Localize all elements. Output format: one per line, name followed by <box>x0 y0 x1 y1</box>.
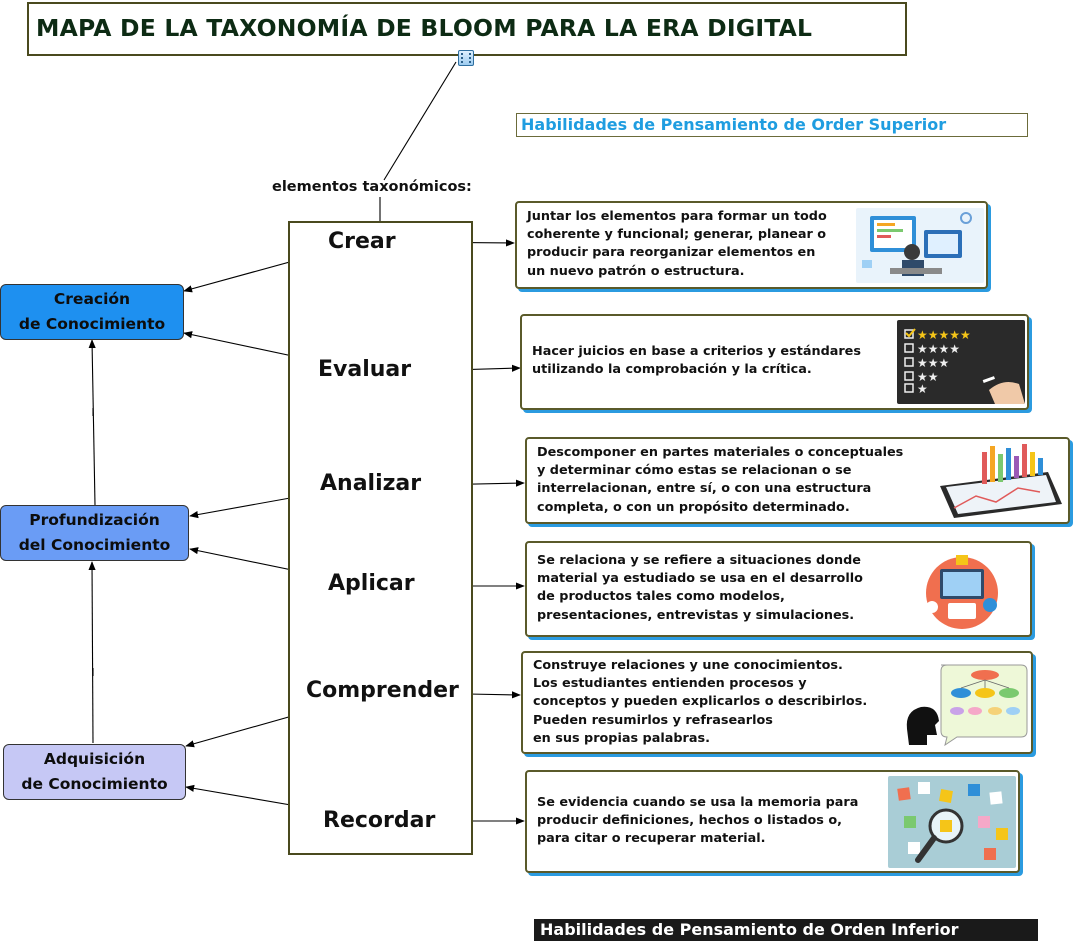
desc-card-aplicar: Se relaciona y se refiere a situaciones … <box>525 541 1032 637</box>
lower-order-label: Habilidades de Pensamiento de Orden Infe… <box>534 919 1038 941</box>
stage-acquisition-line1: Adquisición <box>43 750 146 768</box>
level-crear[interactable]: Crear <box>328 229 396 254</box>
svg-text:★★★★: ★★★★ <box>917 342 960 356</box>
stage-creation[interactable]: Creación de Conocimiento <box>0 284 184 340</box>
higher-order-label: Habilidades de Pensamiento de Order Supe… <box>516 113 1028 137</box>
desc-card-recordar: Se evidencia cuando se usa la memoria pa… <box>525 770 1020 873</box>
memory-notes-magnifier-icon <box>888 776 1016 868</box>
stage-deepening-line1: Profundización <box>29 511 160 529</box>
desc-card-analizar: Descomponer en partes materiales o conce… <box>525 437 1070 524</box>
arrow-acquisition-to-deepening <box>88 561 96 744</box>
stage-deepening[interactable]: Profundización del Conocimiento <box>0 505 189 561</box>
stage-acquisition-line2: de Conocimiento <box>21 775 168 793</box>
developer-workstation-icon <box>856 208 984 283</box>
taxonomy-column <box>288 221 473 855</box>
svg-text:★★★: ★★★ <box>917 356 949 370</box>
level-comprender[interactable]: Comprender <box>306 678 459 703</box>
apply-tech-icons-icon <box>912 547 1006 633</box>
level-evaluar[interactable]: Evaluar <box>318 357 412 382</box>
elements-label: elementos taxonómicos: <box>272 179 472 195</box>
desc-text-analizar: Descomponer en partes materiales o conce… <box>537 445 904 515</box>
level-aplicar[interactable]: Aplicar <box>328 571 415 596</box>
desc-text-crear: Juntar los elementos para formar un todo… <box>527 209 827 279</box>
level-analizar[interactable]: Analizar <box>320 471 422 496</box>
stage-creation-line1: Creación <box>53 290 131 308</box>
desc-text-aplicar: Se relaciona y se refiere a situaciones … <box>537 553 863 623</box>
attachment-icon[interactable] <box>458 50 474 66</box>
arrow-deepening-to-creation <box>88 339 96 506</box>
svg-text:★★: ★★ <box>917 370 939 384</box>
desc-text-evaluar: Hacer juicios en base a criterios y está… <box>532 344 861 378</box>
star-rating-checklist-icon: ★★★★★ ★★★★★★★★★★ <box>897 320 1025 404</box>
stage-creation-line2: de Conocimiento <box>18 315 166 333</box>
svg-text:★★★★★: ★★★★★ <box>917 328 971 342</box>
desc-card-evaluar: Hacer juicios en base a criterios y está… <box>520 314 1029 410</box>
stage-acquisition[interactable]: Adquisición de Conocimiento <box>3 744 186 800</box>
stage-deepening-line2: del Conocimiento <box>18 536 171 554</box>
title-connector <box>383 61 457 181</box>
concept-thought-map-icon <box>901 659 1029 747</box>
level-recordar[interactable]: Recordar <box>323 808 436 833</box>
arrow-comprender-desc <box>467 691 521 699</box>
desc-text-comprender: Construye relaciones y une conocimientos… <box>533 658 868 746</box>
desc-text-recordar: Se evidencia cuando se usa la memoria pa… <box>537 795 859 847</box>
desc-card-comprender: Construye relaciones y une conocimientos… <box>521 651 1033 754</box>
tablet-bar-chart-icon <box>936 442 1066 520</box>
map-title: MAPA DE LA TAXONOMÍA DE BLOOM PARA LA ER… <box>27 2 907 56</box>
svg-text:★: ★ <box>917 382 928 396</box>
desc-card-crear: Juntar los elementos para formar un todo… <box>515 201 988 289</box>
